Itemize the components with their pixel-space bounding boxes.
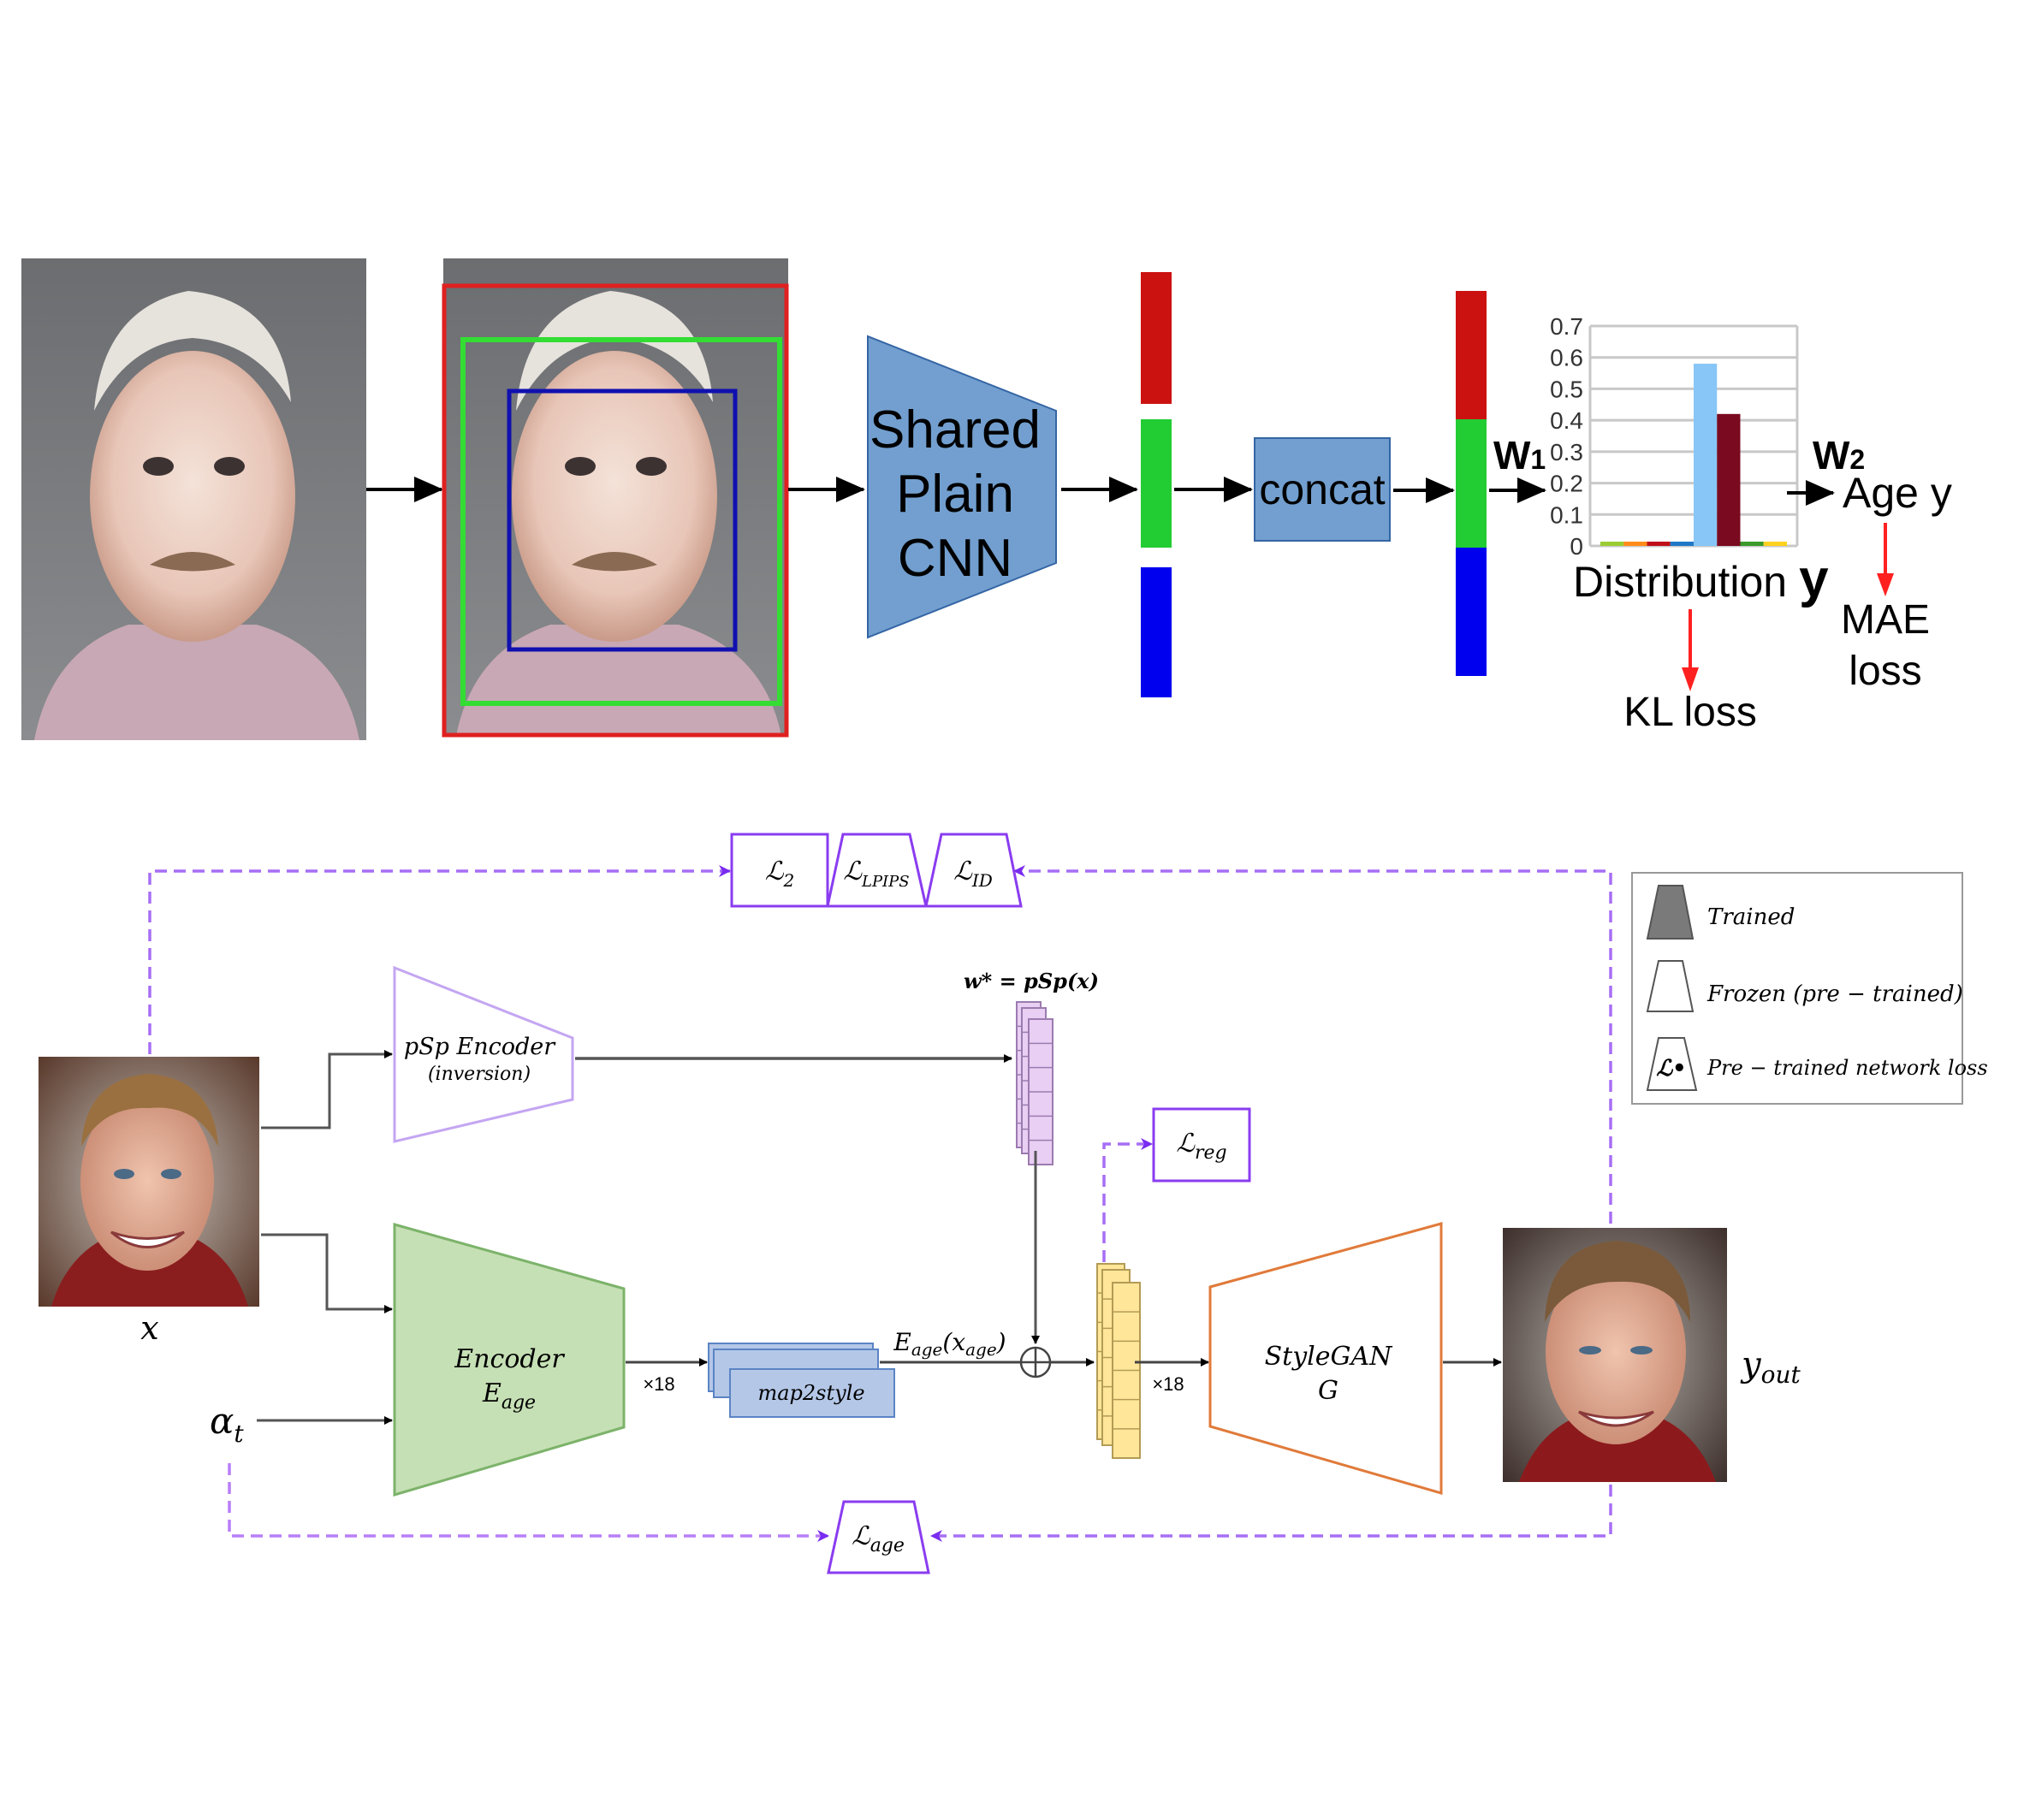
output-face-photo <box>1503 1228 1727 1482</box>
distribution-bar-chart: 0 0.1 0.2 0.3 0.4 0.5 0.6 0.7 <box>1550 313 1799 560</box>
distribution-bar <box>1717 413 1741 546</box>
legend-trained-label: Trained <box>1707 904 1795 930</box>
dashed-alpha-to-age-loss <box>228 1463 829 1542</box>
dashed-output-to-loss <box>1013 865 1612 1224</box>
age-output-label: Age y <box>1843 469 1952 517</box>
loss-age-trapezoid <box>827 1500 930 1574</box>
x18-right-label: ×18 <box>1152 1373 1184 1395</box>
map2style-layer-front <box>729 1368 895 1418</box>
input-face-x-photo <box>39 1057 259 1307</box>
stylegan-generator-block <box>1208 1222 1443 1495</box>
distribution-bar <box>1623 542 1647 546</box>
legend-loss-label: Pre − trained network loss <box>1706 1056 1988 1080</box>
w-star-latent-stack <box>1016 1001 1054 1165</box>
feature-vector-green <box>1141 419 1172 548</box>
dashed-output-to-age-loss <box>930 1485 1612 1542</box>
psp-inversion-label: (inversion) <box>428 1064 531 1085</box>
crop-box-red <box>442 283 789 738</box>
w1-label: W1 <box>1493 433 1546 477</box>
dashed-latent-to-reg-loss <box>1102 1138 1153 1262</box>
kl-loss-arrow-head <box>1682 667 1699 691</box>
legend-box: Trained Frozen (pre − trained) ℒ• Pre − … <box>1631 872 1988 1105</box>
loss-l2-box <box>730 833 829 908</box>
loss-l2-label: ℒ2 <box>765 857 794 891</box>
frozen-trapezoid-icon <box>1646 960 1695 1012</box>
encoder-symbol: Eage <box>482 1378 536 1414</box>
x18-left-label: ×18 <box>643 1373 674 1395</box>
y-tick-label: 0.7 <box>1550 313 1583 340</box>
arrow-x-to-psp <box>261 1050 393 1129</box>
loss-reg-box <box>1152 1107 1251 1183</box>
concat-label: concat <box>1259 465 1385 513</box>
feature-vector-red <box>1141 272 1172 404</box>
loss-lpips-label: ℒLPIPS <box>843 857 909 891</box>
e-age-label: Eage(xage) <box>893 1328 1006 1360</box>
y-tick-label: 0.3 <box>1550 439 1583 465</box>
y-tick-label: 0.5 <box>1550 376 1583 402</box>
concat-block <box>1254 437 1391 542</box>
arrow-x-to-encoder <box>261 1233 393 1313</box>
distribution-bar <box>1763 542 1787 546</box>
cnn-label-line3: CNN <box>898 529 1012 588</box>
map2style-label: map2style <box>757 1381 864 1405</box>
psp-encoder-block <box>393 965 574 1143</box>
y-tick-label: 0.4 <box>1550 407 1583 434</box>
distribution-bar <box>1694 364 1718 546</box>
stylegan-g-label: G <box>1318 1376 1338 1406</box>
loss-lpips-trapezoid <box>826 833 928 908</box>
distribution-bar <box>1740 542 1764 546</box>
concat-vector-green <box>1456 419 1487 548</box>
input-x-label: x <box>140 1309 158 1347</box>
output-y-label: yout <box>1740 1345 1801 1389</box>
y-tick-label: 0 <box>1570 533 1583 560</box>
kl-loss-label: KL loss <box>1623 690 1757 735</box>
concat-vector-blue <box>1456 548 1487 676</box>
encoder-e-age-block <box>393 1223 626 1497</box>
combined-latent-stack <box>1096 1263 1141 1459</box>
loss-id-label: ℒID <box>953 857 993 891</box>
feature-vector-blue <box>1141 567 1172 697</box>
psp-encoder-label: pSp Encoder <box>404 1034 556 1060</box>
cnn-label-line1: Shared <box>870 400 1041 459</box>
encoder-label: Encoder <box>454 1344 565 1374</box>
cnn-label-line2: Plain <box>896 465 1014 524</box>
dashed-input-to-loss <box>148 865 731 1054</box>
sum-node-icon <box>1019 1346 1052 1378</box>
distribution-bar <box>1600 542 1624 546</box>
crop-box-blue <box>507 388 738 652</box>
distribution-bar <box>1670 542 1694 546</box>
input-face-photo <box>21 258 366 740</box>
mae-loss-arrow-head <box>1877 573 1894 596</box>
loss-age-label: ℒage <box>852 1521 905 1556</box>
loss-trapezoid-icon <box>1646 1037 1698 1091</box>
mae-loss-line1: MAE <box>1841 597 1930 643</box>
concat-vector-red <box>1456 291 1487 419</box>
crop-box-green <box>460 337 782 706</box>
stylegan-label: StyleGAN <box>1265 1342 1394 1372</box>
legend-frozen-label: Frozen (pre − trained) <box>1706 981 1963 1007</box>
y-tick-label: 0.6 <box>1550 345 1583 371</box>
loss-id-trapezoid <box>924 833 1023 908</box>
trained-trapezoid-icon <box>1646 885 1695 940</box>
w-star-label: w* = pSp(x) <box>964 969 1099 993</box>
shared-cnn-block <box>867 335 1057 639</box>
distribution-bar <box>1647 542 1671 546</box>
y-tick-label: 0.1 <box>1550 501 1583 528</box>
loss-reg-label: ℒreg <box>1176 1129 1226 1164</box>
legend-loss-symbol: ℒ• <box>1656 1056 1686 1082</box>
alpha-t-label: αt <box>210 1400 244 1448</box>
y-tick-label: 0.2 <box>1550 471 1583 497</box>
w2-label: W2 <box>1813 433 1865 477</box>
mae-loss-line2: loss <box>1849 649 1921 694</box>
